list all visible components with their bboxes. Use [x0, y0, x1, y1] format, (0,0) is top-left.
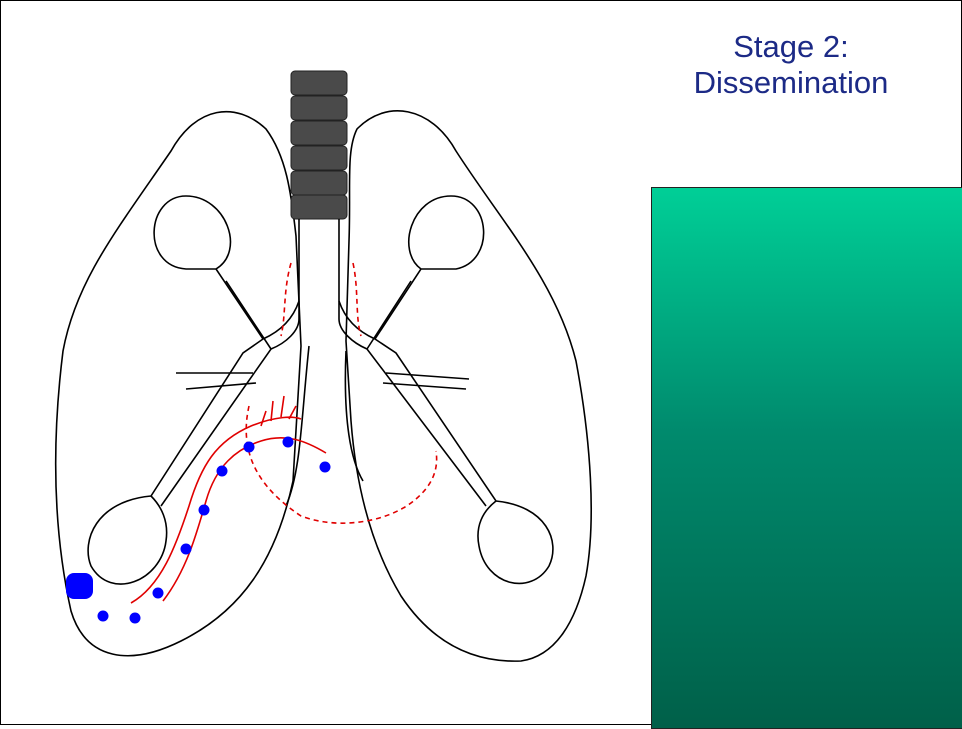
bronchial-tree [88, 196, 553, 584]
trachea-ring-5 [291, 171, 347, 195]
trachea-ring-6 [291, 195, 347, 219]
bacterium [217, 466, 228, 477]
hilar-dashes [246, 263, 436, 523]
bacteria-group [66, 437, 331, 624]
trachea-rings [291, 71, 347, 219]
bacterial-cluster [66, 573, 93, 599]
bacterium [244, 442, 255, 453]
trachea-ring-2 [291, 96, 347, 120]
bacterium [181, 544, 192, 555]
trachea-ring-4 [291, 146, 347, 170]
bacterium [283, 437, 294, 448]
right-lung-outline [346, 111, 591, 661]
bacterium [320, 462, 331, 473]
trachea-walls [299, 219, 339, 301]
title-line-1: Stage 2: [641, 29, 941, 65]
bacterium [98, 611, 109, 622]
title-line-2: Dissemination [641, 65, 941, 101]
trachea-ring-1 [291, 71, 347, 95]
left-lung-outline [56, 112, 301, 656]
media-panel [651, 187, 962, 729]
trachea-ring-3 [291, 121, 347, 145]
bacterium [199, 505, 210, 516]
bacterium [130, 613, 141, 624]
lung-diagram [1, 1, 641, 724]
bacterium [153, 588, 164, 599]
slide-title: Stage 2: Dissemination [641, 29, 941, 101]
